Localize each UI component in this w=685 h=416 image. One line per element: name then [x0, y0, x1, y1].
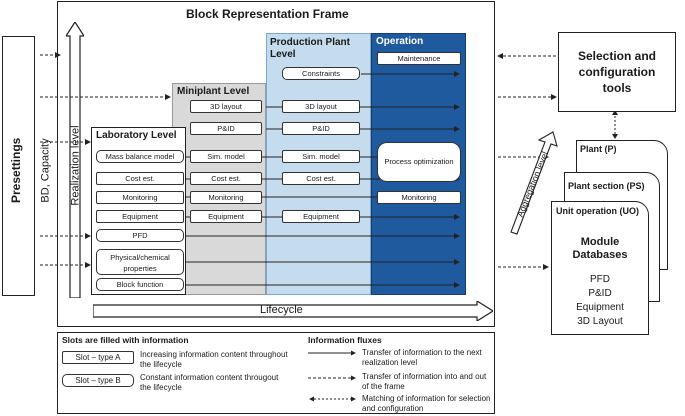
- legend-flux-title: Information fluxes: [308, 335, 382, 345]
- legend-flux1: Transfer of information to the next real…: [362, 348, 482, 367]
- lab-slot-monitoring[interactable]: Monitoring: [96, 191, 184, 204]
- mini-slot-sim-model[interactable]: Sim. model: [190, 150, 262, 163]
- mini-slot-3d-layout[interactable]: 3D layout: [190, 100, 262, 113]
- miniplant-column: [172, 83, 266, 295]
- prod-slot-cost[interactable]: Cost est.: [282, 172, 360, 185]
- mini-slot-monitoring[interactable]: Monitoring: [190, 191, 262, 204]
- mini-slot-equipment[interactable]: Equipment: [190, 210, 262, 223]
- op-slot-monitoring[interactable]: Monitoring: [377, 191, 461, 204]
- legend-slot-b-desc: Constant information content througout t…: [140, 373, 279, 392]
- presettings-subtitle: BD, Capacity: [39, 138, 52, 203]
- legend-slots-title: Slots are filled with information: [62, 335, 189, 345]
- lab-slot-pfd[interactable]: PFD: [96, 229, 184, 242]
- presettings-title: Presettings: [9, 137, 23, 203]
- presettings-box: [2, 36, 35, 296]
- realization-arrow: [66, 22, 84, 298]
- laboratory-title: Laboratory Level: [96, 130, 177, 141]
- frame-title: Block Representation Frame: [186, 7, 349, 21]
- lab-slot-mass-balance[interactable]: Mass balance model: [96, 150, 184, 163]
- db-item-pid: P&ID: [588, 288, 612, 299]
- prod-slot-3d-layout[interactable]: 3D layout: [282, 100, 360, 113]
- db-card-unit-operation: Unit operation (UO): [556, 206, 639, 216]
- db-card-module: [551, 201, 649, 335]
- op-slot-process-optimization[interactable]: Process optimization: [377, 142, 461, 182]
- legend-flux2: Transfer of information into and out of …: [362, 372, 487, 391]
- db-card-plant-section-label: Plant section (PS): [568, 181, 645, 191]
- lifecycle-arrow: [93, 301, 493, 321]
- db-item-equipment: Equipment: [576, 302, 624, 313]
- legend-box: [57, 332, 495, 414]
- lab-slot-equipment[interactable]: Equipment: [96, 210, 184, 223]
- prod-slot-equipment[interactable]: Equipment: [282, 210, 360, 223]
- production-title: Production Plant Level: [270, 37, 350, 60]
- operation-title: Operation: [376, 36, 424, 47]
- selection-tools-box: Selection and configuration tools: [558, 32, 676, 112]
- db-item-pfd: PFD: [590, 274, 610, 285]
- op-slot-maintenance[interactable]: Maintenance: [377, 52, 461, 65]
- legend-slot-a-desc: Increasing information content throughou…: [140, 350, 288, 369]
- realization-label: Realization level: [69, 125, 82, 206]
- lifecycle-label: Lifecycle: [260, 304, 303, 316]
- prod-slot-constraints[interactable]: Constraints: [282, 67, 360, 80]
- db-card-plant-label: Plant (P): [580, 144, 617, 154]
- aggregation-arrow: [505, 130, 561, 240]
- mini-slot-cost[interactable]: Cost est.: [190, 172, 262, 185]
- db-title: Module Databases: [572, 236, 628, 261]
- legend-slot-a: Slot – type A: [62, 351, 134, 364]
- lab-slot-cost[interactable]: Cost est.: [96, 172, 184, 185]
- selection-tools-title: Selection and configuration tools: [577, 49, 657, 95]
- prod-slot-pid[interactable]: P&ID: [282, 122, 360, 135]
- lab-slot-physical[interactable]: Physical/chemical properties: [96, 249, 184, 275]
- mini-slot-pid[interactable]: P&ID: [190, 122, 262, 135]
- prod-slot-sim-model[interactable]: Sim. model: [282, 150, 360, 163]
- legend-flux3: Matching of information for selection an…: [362, 394, 491, 413]
- legend-slot-b: Slot – type B: [62, 374, 134, 387]
- db-item-3d-layout: 3D Layout: [577, 316, 623, 327]
- lab-slot-block-function[interactable]: Block function: [96, 278, 184, 291]
- miniplant-title: Miniplant Level: [177, 86, 250, 97]
